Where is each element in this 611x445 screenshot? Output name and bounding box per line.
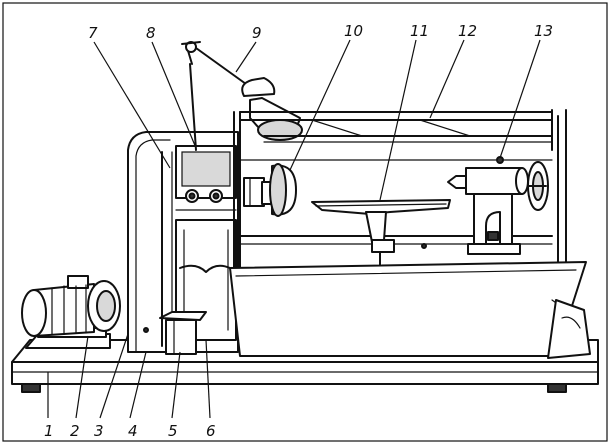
label-4: 4 (128, 422, 138, 440)
bed-frame (233, 109, 567, 271)
label-9: 9 (252, 24, 262, 42)
label-13: 13 (534, 22, 553, 40)
label-3: 3 (94, 422, 104, 440)
tool-rest (311, 199, 451, 267)
tailstock (447, 156, 549, 255)
label-8: 8 (146, 24, 156, 42)
foot-pedal (159, 311, 207, 355)
label-10: 10 (344, 22, 363, 40)
label-2: 2 (70, 422, 80, 440)
label-12: 12 (458, 22, 477, 40)
electric-motor (21, 275, 121, 349)
leader-lines (47, 39, 541, 419)
control-panel (175, 145, 237, 341)
label-1: 1 (44, 422, 54, 440)
label-7: 7 (88, 24, 98, 42)
label-5: 5 (168, 422, 178, 440)
chip-tray (229, 261, 591, 359)
faceplate (243, 163, 297, 217)
label-11: 11 (410, 22, 429, 40)
label-6: 6 (206, 422, 216, 440)
